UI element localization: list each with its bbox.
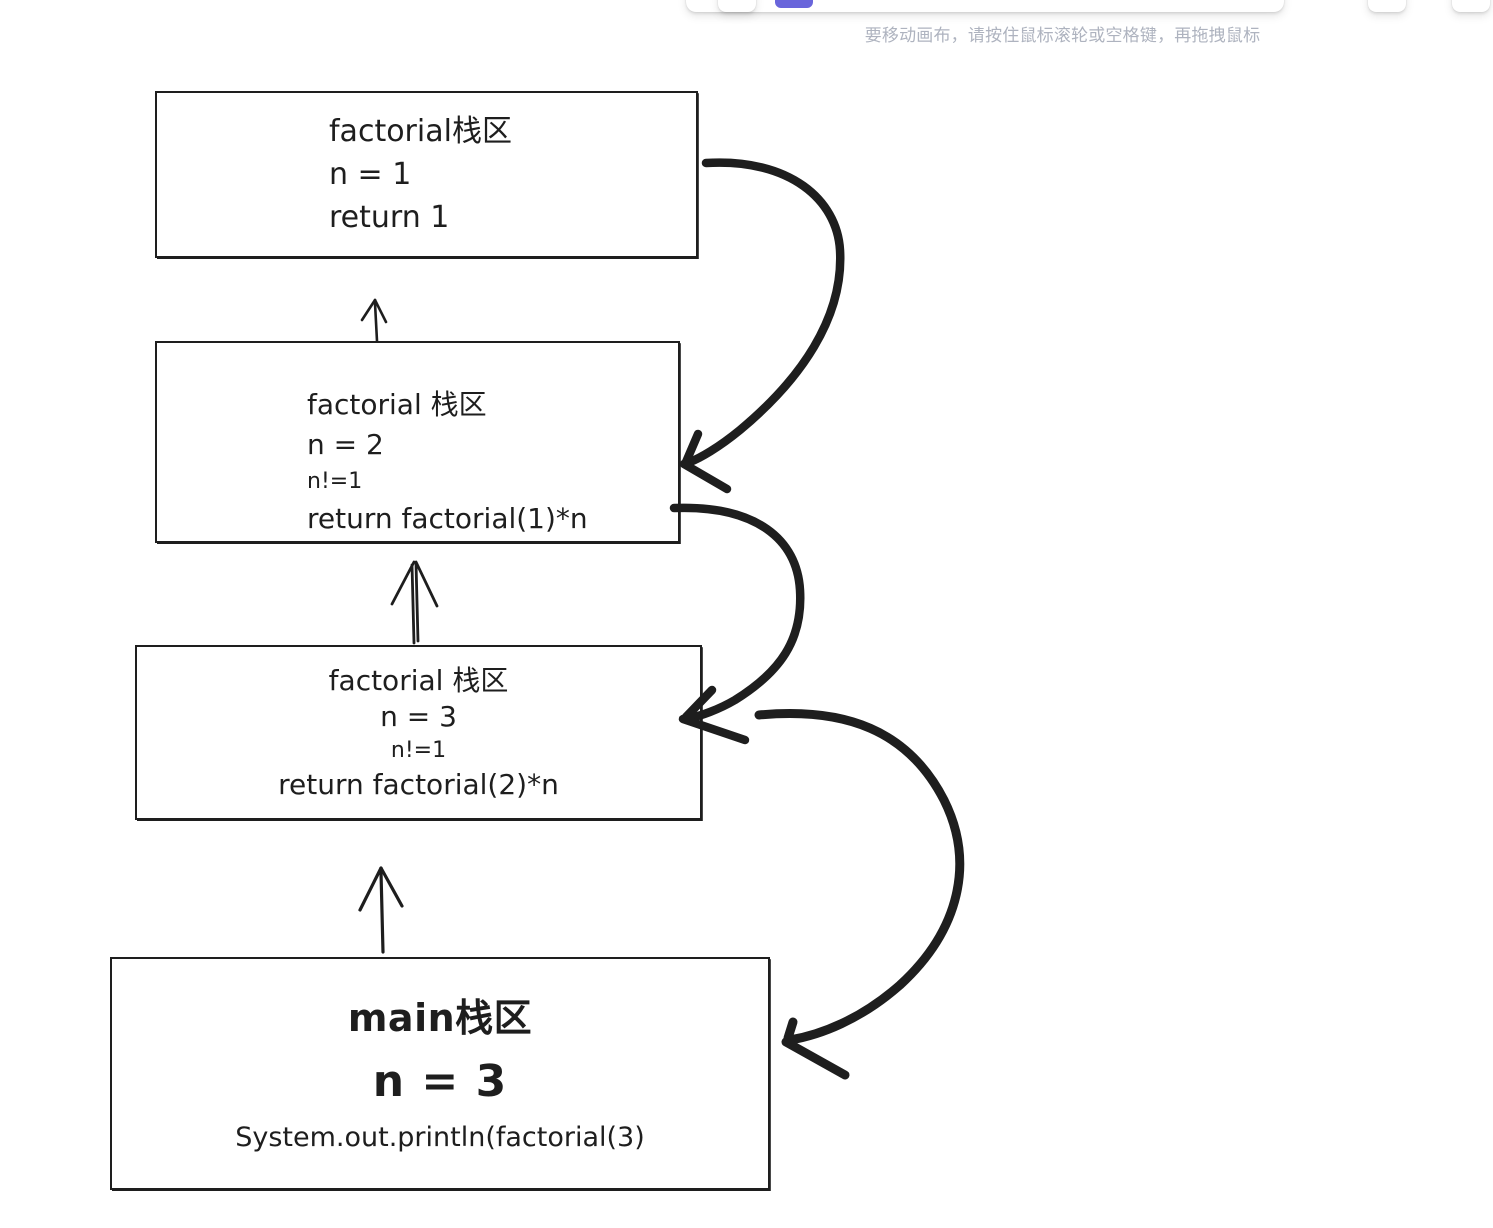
main-frame-title: main栈区 [347, 995, 533, 1040]
canvas-pan-hint: 要移动画布，请按住鼠标滚轮或空格键，再拖拽鼠标 [0, 24, 1493, 48]
factorial-frame-n2[interactable]: factorial 栈区 n = 2 n!=1 return factorial… [155, 341, 680, 543]
frame-n3-return: return factorial(2)*n [278, 767, 559, 801]
factorial-frame-n1[interactable]: factorial栈区 n = 1 return 1 [155, 91, 698, 258]
share-button[interactable] [1452, 0, 1490, 12]
factorial-frame-n1-body: factorial栈区 n = 1 return 1 [157, 93, 696, 256]
main-frame[interactable]: main栈区 n = 3 System.out.println(factoria… [110, 957, 770, 1190]
frame-n2-param: n = 2 [307, 428, 384, 461]
return-arrow-n3-to-main [754, 708, 965, 1080]
image-tool[interactable]: ⛰ [1095, 0, 1133, 8]
frame-n3-title: factorial 栈区 [328, 663, 509, 697]
frame-n3-condition: n!=1 [390, 737, 447, 763]
call-arrow-n3-to-n2 [390, 560, 439, 645]
frame-n1-title: factorial栈区 [329, 114, 512, 149]
call-arrow-n2-to-n1 [360, 298, 388, 343]
arrow-tool[interactable]: ↗ [935, 0, 973, 8]
main-frame-param: n = 3 [372, 1055, 508, 1107]
text-tool[interactable]: A [1055, 0, 1093, 8]
toolbar-island[interactable]: ⎘ ✋ ➤ ▭ ◇ ◯ ↗ ╱ ✎ A ⛰ ▱ ⌗ ⋯ [686, 0, 1284, 12]
menu-button[interactable] [718, 0, 756, 12]
line-tool[interactable]: ╱ [975, 0, 1013, 8]
diamond-tool[interactable]: ◇ [855, 0, 893, 8]
main-frame-body: main栈区 n = 3 System.out.println(factoria… [112, 959, 768, 1188]
frame-tool[interactable]: ⌗ [1175, 0, 1213, 8]
eraser-tool[interactable]: ▱ [1135, 0, 1173, 8]
draw-tool[interactable]: ✎ [1015, 0, 1053, 8]
frame-n3-param: n = 3 [380, 699, 457, 733]
canvas-pan-hint-text: 要移动画布，请按住鼠标滚轮或空格键，再拖拽鼠标 [864, 26, 1261, 46]
factorial-frame-n3-body: factorial 栈区 n = 3 n!=1 return factorial… [137, 647, 700, 818]
selection-tool[interactable]: ➤ [775, 0, 813, 8]
ellipse-tool[interactable]: ◯ [895, 0, 933, 8]
call-arrow-main-to-n3 [358, 866, 404, 954]
factorial-frame-n2-body: factorial 栈区 n = 2 n!=1 return factorial… [157, 343, 678, 541]
library-button[interactable] [1368, 0, 1406, 12]
return-arrow-n1-to-n2 [679, 158, 845, 494]
factorial-frame-n3[interactable]: factorial 栈区 n = 3 n!=1 return factorial… [135, 645, 702, 820]
frame-n2-title: factorial 栈区 [307, 388, 487, 421]
frame-n2-return: return factorial(1)*n [307, 502, 588, 535]
frame-n2-condition: n!=1 [307, 469, 363, 494]
frame-n1-return: return 1 [329, 200, 450, 235]
rectangle-tool[interactable]: ▭ [815, 0, 853, 8]
frame-n1-param: n = 1 [329, 157, 412, 192]
main-frame-code: System.out.println(factorial(3) [235, 1121, 645, 1153]
more-tools[interactable]: ⋯ [1215, 0, 1253, 8]
